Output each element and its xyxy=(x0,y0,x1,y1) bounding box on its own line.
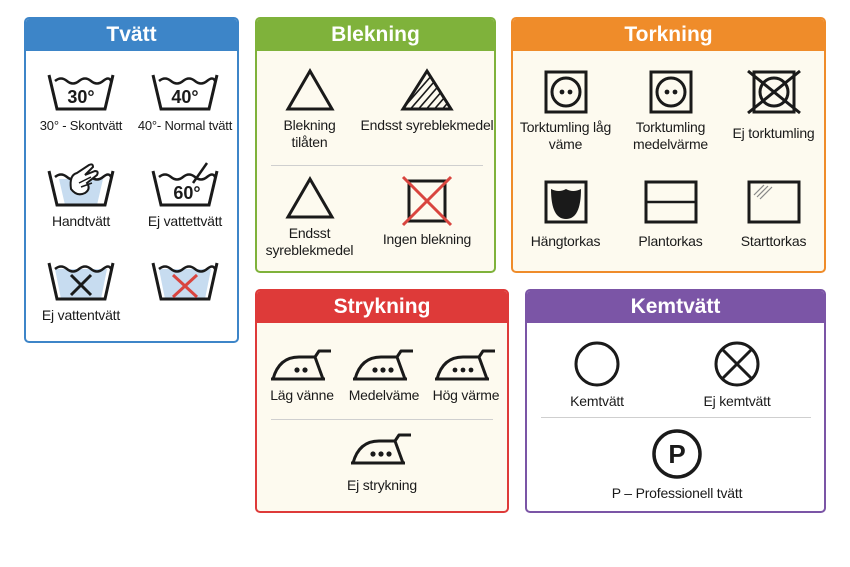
label-professional-clean: P – Professionell tvätt xyxy=(611,485,743,501)
symbol-hand-wash: Handtvätt xyxy=(26,159,136,230)
drip-dry-icon xyxy=(747,180,800,224)
symbol-wash-60: 60° Ej vattettvätt xyxy=(130,159,237,230)
label-tumble-dry-low: Torktumling låg väme xyxy=(519,119,612,152)
symbol-dry-flat: Plantorkas xyxy=(618,179,723,250)
label-iron-high: Hög värme xyxy=(432,387,500,403)
label-wash-60: Ej vattettvätt xyxy=(147,213,223,229)
label-drip-dry: Starttorkas xyxy=(740,233,807,249)
tumble-dry-low-icon xyxy=(544,70,587,114)
label-bleach-oxygen: Endsst syreblekmedel xyxy=(265,225,354,258)
symbol-do-not-dry-clean: Ej kemtvätt xyxy=(677,339,797,410)
wash-60-icon: 60° xyxy=(151,162,219,207)
label-tumble-dry-medium: Torktumling medelvärme xyxy=(632,119,709,152)
symbol-iron-high: Hög värme xyxy=(425,347,507,404)
panel-kemtvatt: Kemtvätt Kemtvätt Ej kemtvätt P P – Prof… xyxy=(525,289,826,513)
panel-strykning: Strykning Läg vänne Medelväme xyxy=(255,289,509,513)
iron-low-icon xyxy=(271,349,331,381)
symbol-iron-low: Läg vänne xyxy=(261,347,343,404)
label-do-not-tumble-dry: Ej torktumling xyxy=(732,125,815,141)
symbol-do-not-tumble-dry: Ej torktumling xyxy=(721,69,824,142)
label-do-not-dry-clean: Ej kemtvätt xyxy=(703,393,771,409)
do-not-bleach-icon xyxy=(401,175,453,227)
label-dry-clean: Kemtvätt xyxy=(570,393,624,409)
symbol-drip-dry: Starttorkas xyxy=(721,179,824,250)
svg-text:30°: 30° xyxy=(67,87,94,107)
label-bleach-allowed: Blekning tilåten xyxy=(283,117,336,150)
strykning-divider xyxy=(271,419,493,420)
hand-wash-icon xyxy=(47,163,115,207)
label-hand-wash: Handtvätt xyxy=(51,213,111,229)
tumble-dry-medium-icon xyxy=(649,70,692,114)
label-line-dry: Hängtorkas xyxy=(530,233,601,249)
label-do-not-wash: Ej vattentvätt xyxy=(41,307,121,323)
panel-title-torkning: Torkning xyxy=(513,19,824,51)
symbol-wash-30: 30° 30° - Skontvätt xyxy=(26,71,136,134)
iron-medium-icon xyxy=(353,349,413,381)
professional-clean-icon: P xyxy=(652,429,702,479)
dry-flat-icon xyxy=(644,180,697,224)
bleach-oxygen-icon xyxy=(284,176,335,219)
wash-40-icon: 40° xyxy=(151,74,219,111)
symbol-bleach-oxygen: Endsst syreblekmedel xyxy=(257,175,362,259)
panel-title-kemtvatt: Kemtvätt xyxy=(527,291,824,323)
symbol-dry-clean: Kemtvätt xyxy=(537,339,657,410)
label-bleach-non-chlorine: Endsst syreblekmedel xyxy=(360,117,494,133)
svg-text:60°: 60° xyxy=(173,183,200,203)
do-not-wash-red-icon xyxy=(151,262,219,301)
symbol-tumble-dry-medium: Torktumling medelvärme xyxy=(618,69,723,153)
wash-30-icon: 30° xyxy=(47,74,115,111)
symbol-professional-clean: P P – Professionell tvätt xyxy=(577,427,777,502)
symbol-do-not-bleach: Ingen blekning xyxy=(357,175,494,248)
label-do-not-bleach: Ingen blekning xyxy=(382,231,472,247)
do-not-tumble-dry-icon xyxy=(746,69,801,115)
bleach-non-chlorine-icon xyxy=(400,68,454,111)
panel-title-strykning: Strykning xyxy=(257,291,507,323)
panel-torkning: Torkning Torktumling låg väme Torktumlin… xyxy=(511,17,826,273)
panel-tvatt: Tvätt 30° 30° - Skontvätt 40° 40°- Norma… xyxy=(24,17,239,343)
svg-text:40°: 40° xyxy=(171,87,198,107)
symbol-do-not-wash-red xyxy=(130,259,237,307)
panel-blekning: Blekning Blekning tilåten xyxy=(255,17,496,273)
label-wash-30: 30° - Skontvätt xyxy=(39,118,123,133)
iron-high-icon xyxy=(435,349,495,381)
label-do-not-iron: Ej strykning xyxy=(347,477,417,493)
symbol-do-not-wash: Ej vattentvätt xyxy=(26,259,136,324)
kemtvatt-divider xyxy=(541,417,811,418)
dry-clean-icon xyxy=(574,341,620,387)
bleach-allowed-icon xyxy=(284,68,335,111)
blekning-divider xyxy=(271,165,483,166)
label-dry-flat: Plantorkas xyxy=(638,233,703,249)
symbol-bleach-allowed: Blekning tilåten xyxy=(257,67,362,151)
symbol-line-dry: Hängtorkas xyxy=(513,179,618,250)
label-iron-low: Läg vänne xyxy=(270,387,334,403)
line-dry-icon xyxy=(544,180,587,224)
do-not-dry-clean-icon xyxy=(714,341,760,387)
label-iron-medium: Medelväme xyxy=(348,387,420,403)
panel-title-blekning: Blekning xyxy=(257,19,494,51)
svg-text:P: P xyxy=(668,439,685,469)
symbol-bleach-non-chlorine: Endsst syreblekmedel xyxy=(357,67,494,134)
do-not-wash-icon xyxy=(47,262,115,301)
symbol-iron-medium: Medelväme xyxy=(343,347,425,404)
symbol-do-not-iron: Ej strykning xyxy=(317,431,447,494)
symbol-tumble-dry-low: Torktumling låg väme xyxy=(513,69,618,153)
label-wash-40: 40°- Normal tvätt xyxy=(137,118,233,133)
panel-title-tvatt: Tvätt xyxy=(26,19,237,51)
symbol-wash-40: 40° 40°- Normal tvätt xyxy=(130,71,237,134)
do-not-iron-icon xyxy=(351,433,411,465)
